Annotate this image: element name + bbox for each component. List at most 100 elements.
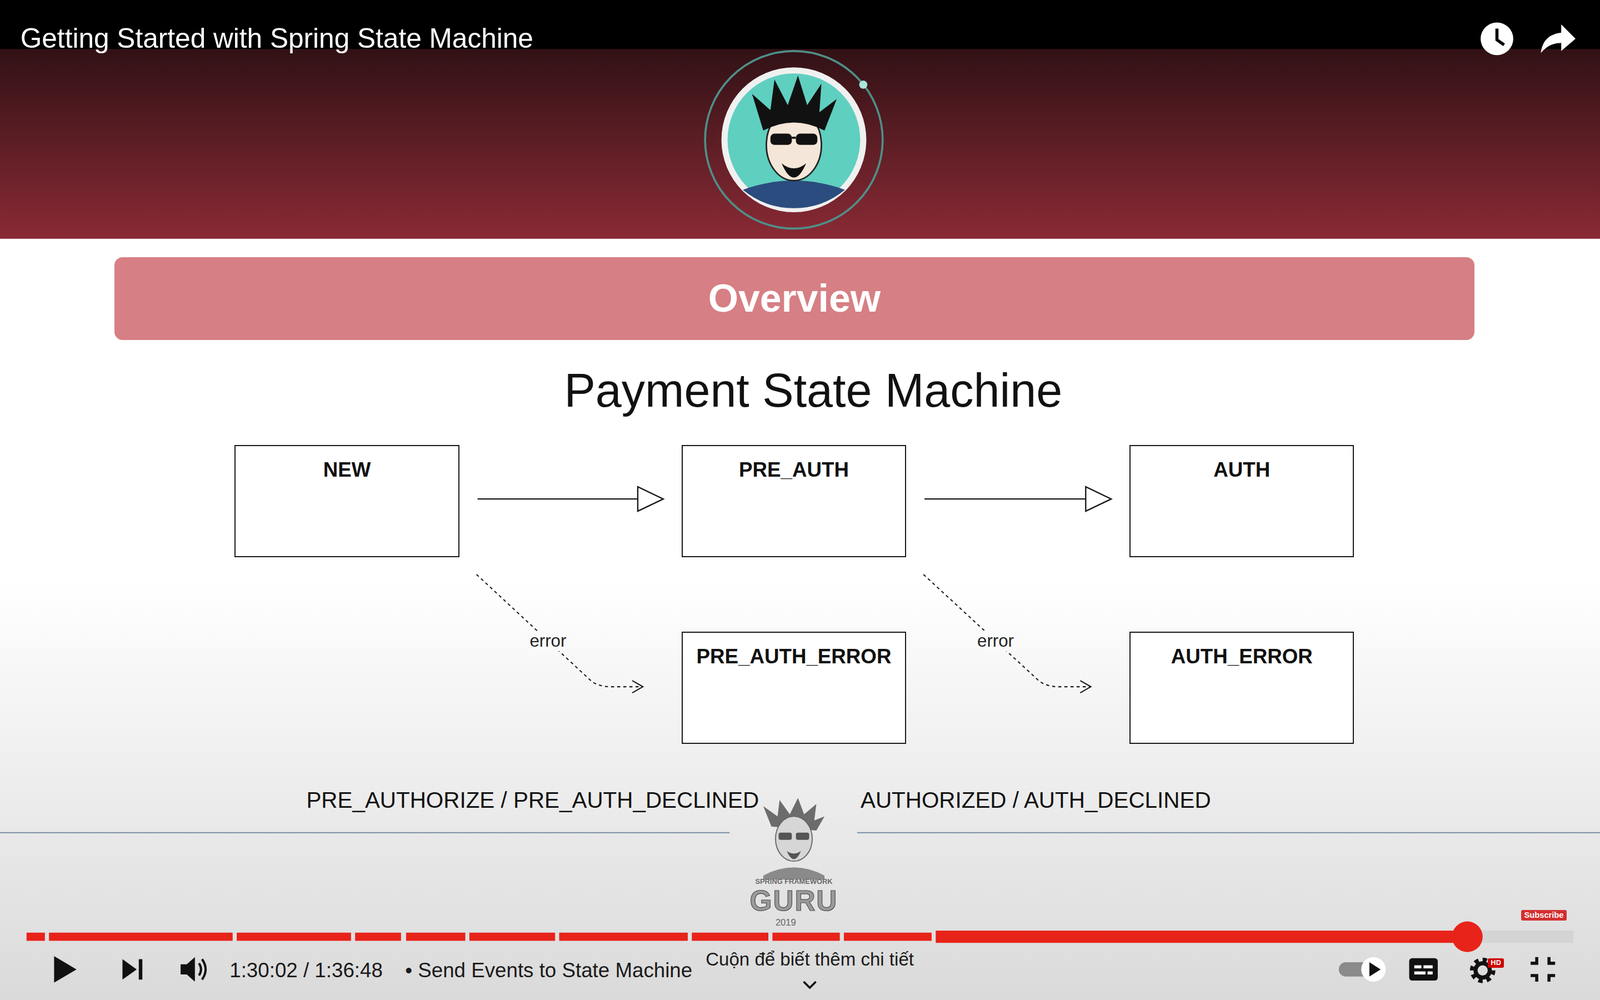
state-name: AUTH [1213, 458, 1270, 482]
state-name: NEW [323, 458, 372, 482]
next-button [122, 959, 143, 980]
avatar [796, 133, 818, 145]
progress-bar [406, 932, 466, 942]
chevron-down [803, 981, 817, 988]
captions-icon [1414, 971, 1426, 975]
avatar [752, 75, 837, 131]
watch-later-icon [1496, 28, 1504, 45]
time-display: 1:30:02 / 1:36:48 [229, 958, 383, 983]
captions-icon [1409, 958, 1438, 981]
chevron-down [803, 981, 817, 988]
avatar [721, 67, 867, 213]
state-name: PRE_AUTH [738, 458, 849, 482]
guru-logo-head [796, 832, 810, 840]
progress-bar [691, 932, 769, 942]
avatar [742, 180, 845, 209]
progress-bar [469, 932, 555, 942]
volume-icon [202, 959, 206, 980]
share-icon [1540, 24, 1575, 53]
error-transition-line [923, 574, 1091, 687]
logo-wordmark: GURU [750, 884, 839, 918]
state-transition [476, 574, 643, 693]
autoplay-toggle [1361, 957, 1386, 982]
arrowhead [1080, 680, 1091, 693]
progress-bar [1467, 930, 1574, 943]
hd-badge: HD [1487, 958, 1505, 968]
slide-ground [0, 237, 1600, 1000]
slide-ground [0, 0, 1600, 239]
state-transition [477, 486, 664, 512]
chapter-title: • Send Events to State Machine [405, 958, 693, 983]
transition-line [924, 498, 1086, 500]
progress-bar [26, 921, 1574, 953]
error-transition-line [476, 574, 643, 687]
video-title: Getting Started with Spring State Machin… [20, 22, 534, 55]
captions-icon [1423, 965, 1433, 969]
divider-line [857, 832, 1600, 834]
subscribe-badge: Subscribe [1521, 910, 1567, 921]
progress-bar [559, 932, 688, 942]
state-box: AUTH_ERROR [1129, 631, 1354, 744]
arrowhead [632, 680, 643, 693]
exit-fullscreen-icon [1530, 957, 1537, 964]
arrowhead [1085, 486, 1112, 512]
avatar [705, 51, 883, 229]
progress-bar [355, 932, 402, 942]
logo-year: 2019 [775, 917, 797, 928]
exit-fullscreen-icon [1530, 957, 1555, 982]
state-box: PRE_AUTH [681, 445, 907, 558]
logo-subtitle: SPRING FRAMEWORK [755, 877, 833, 887]
watch-later-icon [1480, 22, 1514, 55]
transition-line [477, 498, 638, 500]
progress-bar [772, 932, 840, 942]
state-name: PRE_AUTH_ERROR [696, 645, 892, 669]
avatar [770, 133, 793, 145]
edge-label: error [974, 631, 1018, 652]
progress-bar [48, 932, 233, 942]
guru-logo-head [786, 851, 802, 860]
state-name: AUTH_ERROR [1171, 645, 1313, 669]
band-heading: Overview [708, 276, 881, 321]
play-button [53, 956, 77, 983]
progress-bar [1452, 921, 1483, 953]
state-box: NEW [234, 445, 459, 558]
guru-logo-head [775, 816, 813, 862]
progress-bar [935, 930, 1468, 943]
volume-icon [180, 957, 206, 982]
play-button [53, 956, 77, 983]
progress-bar [26, 932, 45, 942]
diagram-title: Payment State Machine [563, 363, 1063, 418]
guru-logo-head [763, 797, 825, 880]
next-button [122, 959, 137, 980]
exit-fullscreen-icon [1548, 975, 1555, 982]
edge-label: error [526, 631, 570, 652]
avatar [791, 136, 796, 139]
exit-fullscreen-icon [1548, 957, 1555, 964]
exit-fullscreen-icon [1530, 975, 1537, 982]
autoplay-toggle [1369, 962, 1381, 977]
watch-later-icon [1480, 22, 1514, 55]
avatar [859, 80, 868, 89]
volume-icon [198, 963, 202, 976]
state-box: PRE_AUTH_ERROR [681, 631, 907, 744]
next-button [138, 959, 143, 980]
share-icon [1540, 24, 1575, 53]
autoplay-toggle [1338, 957, 1386, 982]
captions-icon [1409, 958, 1438, 981]
event-names: PRE_AUTHORIZE / PRE_AUTH_DECLINED [306, 787, 759, 813]
progress-bar [236, 932, 352, 942]
state-transition [923, 574, 1091, 693]
captions-icon [1414, 965, 1422, 969]
progress-bar [843, 932, 932, 942]
guru-logo-head [778, 832, 792, 840]
arrowhead [637, 486, 664, 512]
avatar [705, 51, 883, 229]
scroll-hint: Cuộn để biết thêm chi tiết [705, 948, 914, 970]
state-transition [924, 486, 1112, 512]
section-band: Overview [114, 257, 1475, 340]
event-names: AUTHORIZED / AUTH_DECLINED [860, 787, 1212, 813]
volume-icon [180, 957, 195, 982]
captions-icon [1427, 971, 1433, 975]
avatar [781, 163, 807, 178]
